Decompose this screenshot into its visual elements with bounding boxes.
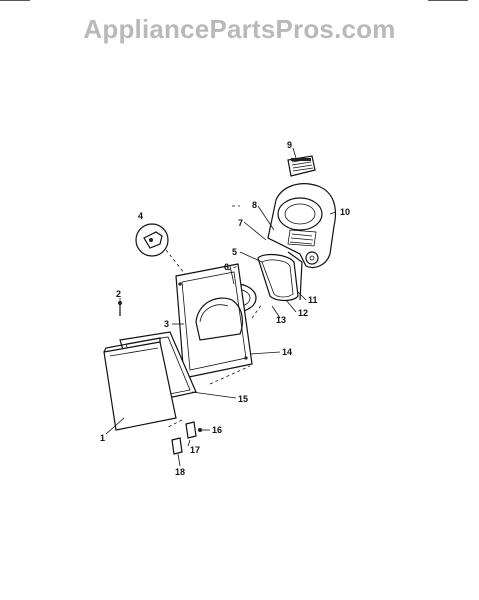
part-10-blower-housing[interactable] [267,183,337,269]
top-border-left [0,0,30,1]
part-4-detail-callout[interactable] [135,223,197,289]
callout-15: 15 [238,394,248,404]
callout-11: 11 [308,295,318,305]
assembly-guide-line [227,265,239,271]
assembly-guide-line [209,365,251,385]
callout-14: 14 [282,347,292,357]
callout-16: 16 [212,425,222,435]
part-14-front-panel[interactable] [175,263,253,379]
part-16-17-18-hinge-hardware[interactable] [165,419,202,455]
callout-12: 12 [298,308,308,318]
callout-7: 7 [238,218,243,228]
callout-10: 10 [340,207,350,217]
leader-lines [105,147,337,467]
callout-6: 6 [224,262,229,272]
callout-3: 3 [164,319,169,329]
part-11-duct-seal[interactable] [257,251,303,302]
callout-18: 18 [175,467,185,477]
callout-5: 5 [232,247,237,257]
callout-4: 4 [138,211,143,221]
part-2-screw[interactable] [118,301,122,316]
assembly-guide-line [251,303,263,319]
callout-8: 8 [252,200,257,210]
watermark-logo: AppliancePartsPros.com [83,14,396,44]
part-9-filter[interactable] [287,155,316,177]
callout-9: 9 [287,140,292,150]
callout-17: 17 [190,445,200,455]
part-1-outer-door[interactable] [103,337,177,431]
callout-13: 13 [276,315,286,325]
top-border-right [428,0,468,1]
callout-1: 1 [100,433,105,443]
callout-2: 2 [116,289,121,299]
